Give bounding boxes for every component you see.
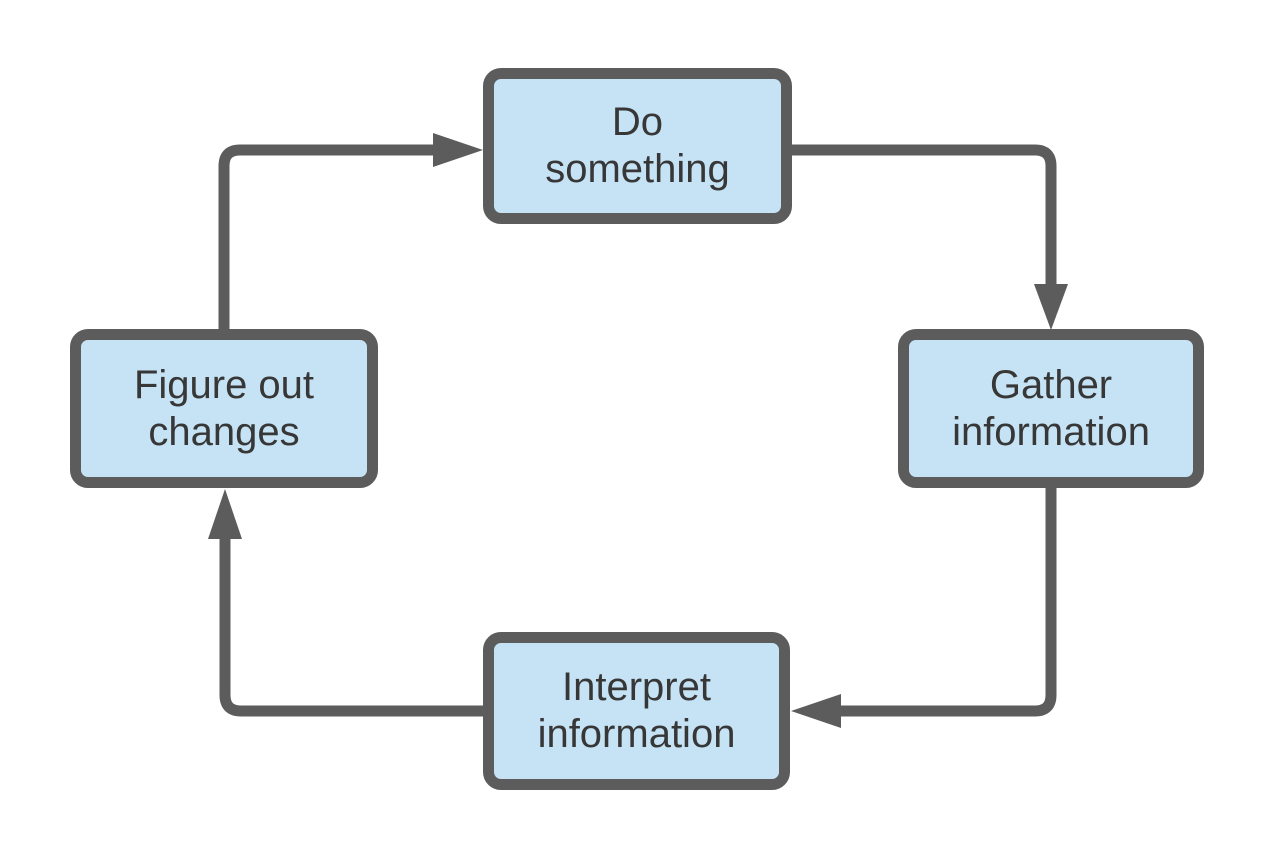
arrowhead-left-icon — [791, 694, 841, 728]
connector-line — [791, 144, 1057, 284]
connector-line — [219, 539, 484, 717]
connector-line — [841, 487, 1057, 717]
node-label: Interpret information — [537, 665, 736, 756]
connector-interpret-information-to-figure-out-changes — [208, 489, 484, 717]
connector-figure-out-changes-to-do-something — [218, 133, 483, 330]
arrowhead-right-icon — [433, 133, 483, 167]
connector-do-something-to-gather-information — [791, 144, 1068, 330]
node-label: Figure out changes — [133, 362, 315, 454]
node-label: Do something — [545, 100, 730, 191]
arrowhead-up-icon — [208, 489, 242, 539]
node-do-something: Do something — [483, 68, 792, 224]
connector-gather-information-to-interpret-information — [791, 487, 1057, 728]
node-interpret-information: Interpret information — [483, 632, 790, 790]
node-label: Gather information — [952, 362, 1150, 454]
connector-line — [218, 144, 433, 330]
node-figure-out-changes: Figure out changes — [70, 329, 378, 488]
arrowhead-down-icon — [1034, 284, 1068, 330]
node-gather-information: Gather information — [898, 329, 1204, 488]
